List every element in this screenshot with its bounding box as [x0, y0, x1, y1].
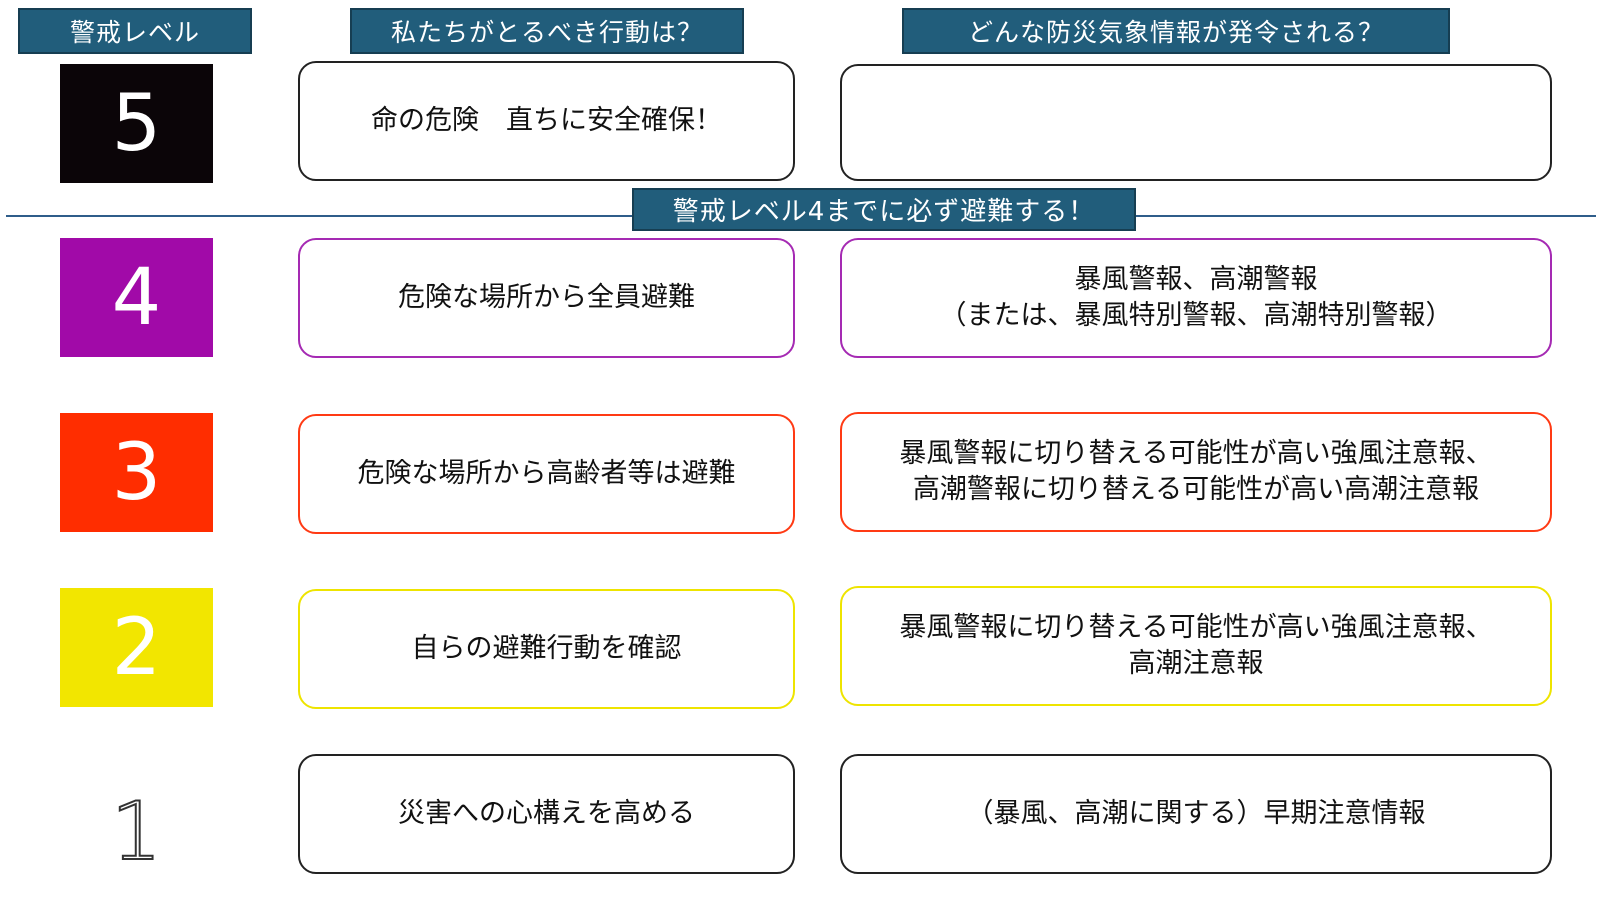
level-2-action-text: 自らの避難行動を確認	[411, 632, 682, 664]
level-5-action-card: 命の危険 直ちに安全確保！	[298, 61, 795, 181]
level-1-action-card: 災害への心構えを高める	[298, 754, 795, 874]
level-1-info-line-1: （暴風、高潮に関する）早期注意情報	[966, 797, 1426, 829]
level-4-badge: 4	[60, 238, 213, 357]
level-2-action-card: 自らの避難行動を確認	[298, 589, 795, 709]
level-1-badge: 1	[110, 784, 163, 879]
level-5-action-text: 命の危険 直ちに安全確保！	[371, 104, 722, 136]
level-4-action-text: 危険な場所から全員避難	[398, 281, 695, 313]
level-3-action-text: 危険な場所から高齢者等は避難	[357, 457, 736, 489]
level-2-info-line-2: 高潮注意報	[1128, 648, 1264, 679]
level-5-badge: 5	[60, 64, 213, 183]
level-3-info-card: 暴風警報に切り替える可能性が高い強風注意報、 高潮警報に切り替える可能性が高い高…	[840, 412, 1552, 532]
level-4-action-card: 危険な場所から全員避難	[298, 238, 795, 358]
level-2-info-card: 暴風警報に切り替える可能性が高い強風注意報、 高潮注意報	[840, 586, 1552, 706]
header-info: どんな防災気象情報が発令される？	[902, 8, 1450, 54]
level-4-info-line-1: 暴風警報、高潮警報	[1074, 263, 1318, 295]
level-1-info-card: （暴風、高潮に関する）早期注意情報	[840, 754, 1552, 874]
level-3-action-card: 危険な場所から高齢者等は避難	[298, 414, 795, 534]
level-3-info-line-1: 暴風警報に切り替える可能性が高い強風注意報、	[899, 437, 1493, 469]
level-2-badge: 2	[60, 588, 213, 707]
level-3-info-line-2: 高潮警報に切り替える可能性が高い高潮注意報	[912, 474, 1480, 505]
evacuation-banner: 警戒レベル4までに必ず避難する！	[632, 188, 1136, 231]
level-1-action-text: 災害への心構えを高める	[398, 797, 695, 829]
header-level: 警戒レベル	[18, 8, 252, 54]
level-4-info-line-2: （または、暴風特別警報、高潮特別警報）	[939, 300, 1453, 331]
header-action: 私たちがとるべき行動は？	[350, 8, 744, 54]
level-5-info-card	[840, 64, 1552, 181]
level-4-info-card: 暴風警報、高潮警報 （または、暴風特別警報、高潮特別警報）	[840, 238, 1552, 358]
level-3-badge: 3	[60, 413, 213, 532]
level-2-info-line-1: 暴風警報に切り替える可能性が高い強風注意報、	[899, 611, 1493, 643]
